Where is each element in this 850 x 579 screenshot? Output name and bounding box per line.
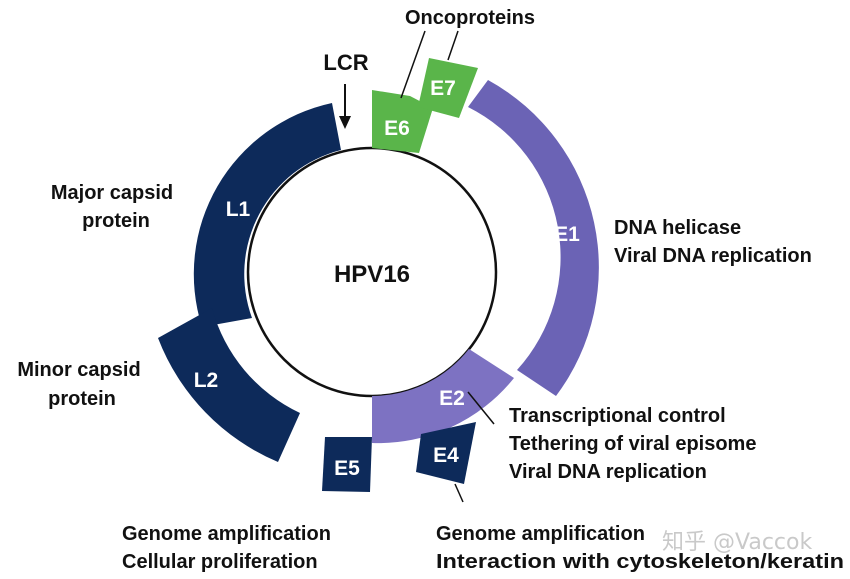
l1-segment-label: L1	[226, 198, 251, 221]
e6-segment	[372, 90, 433, 153]
e2-description-line-3: Viral DNA replication	[509, 461, 707, 483]
e2-segment-label: E2	[439, 387, 465, 410]
l2-description-line-1: Minor capsid	[17, 359, 140, 381]
e1-segment-label: E1	[554, 223, 580, 246]
l1-description-line-2: protein	[82, 210, 150, 232]
watermark: 知乎 @Vaccok	[662, 530, 812, 555]
e4-description-line-2: Interaction with cytoskeleton/keratin	[436, 551, 844, 573]
e5-segment-label: E5	[334, 457, 360, 480]
oncoproteins-line-e7	[447, 30, 459, 61]
lcr-arrow-head	[339, 116, 351, 129]
e2-description-line-1: Transcriptional control	[509, 405, 726, 427]
l2-segment	[158, 308, 300, 462]
l1-description-line-1: Major capsid	[51, 182, 173, 204]
lcr-label: LCR	[323, 50, 368, 75]
e6-segment-label: E6	[384, 117, 410, 140]
e5-description-line-1: Genome amplification	[122, 523, 331, 545]
l1-segment	[193, 103, 341, 327]
genome-name: HPV16	[334, 261, 410, 288]
oncoproteins-label: Oncoproteins	[405, 7, 535, 29]
e4-segment	[416, 422, 476, 484]
e2-leader-line	[467, 391, 495, 425]
e2-description-line-2: Tethering of viral episome	[509, 433, 756, 455]
l2-description-line-2: protein	[48, 388, 116, 410]
e4-leader-line	[454, 483, 464, 503]
e4-segment-label: E4	[433, 444, 459, 467]
e7-segment-label: E7	[430, 77, 456, 100]
e1-description-line-2: Viral DNA replication	[614, 245, 812, 267]
e2-segment	[372, 349, 514, 444]
e5-description-line-2: Cellular proliferation	[122, 551, 318, 573]
e1-description-line-1: DNA helicase	[614, 217, 741, 239]
e4-description-line-1: Genome amplification	[436, 523, 645, 545]
e1-segment	[468, 80, 599, 396]
e5-segment	[322, 437, 372, 492]
oncoproteins-line-e6	[400, 30, 426, 99]
l2-segment-label: L2	[194, 369, 219, 392]
e7-segment	[418, 58, 478, 118]
